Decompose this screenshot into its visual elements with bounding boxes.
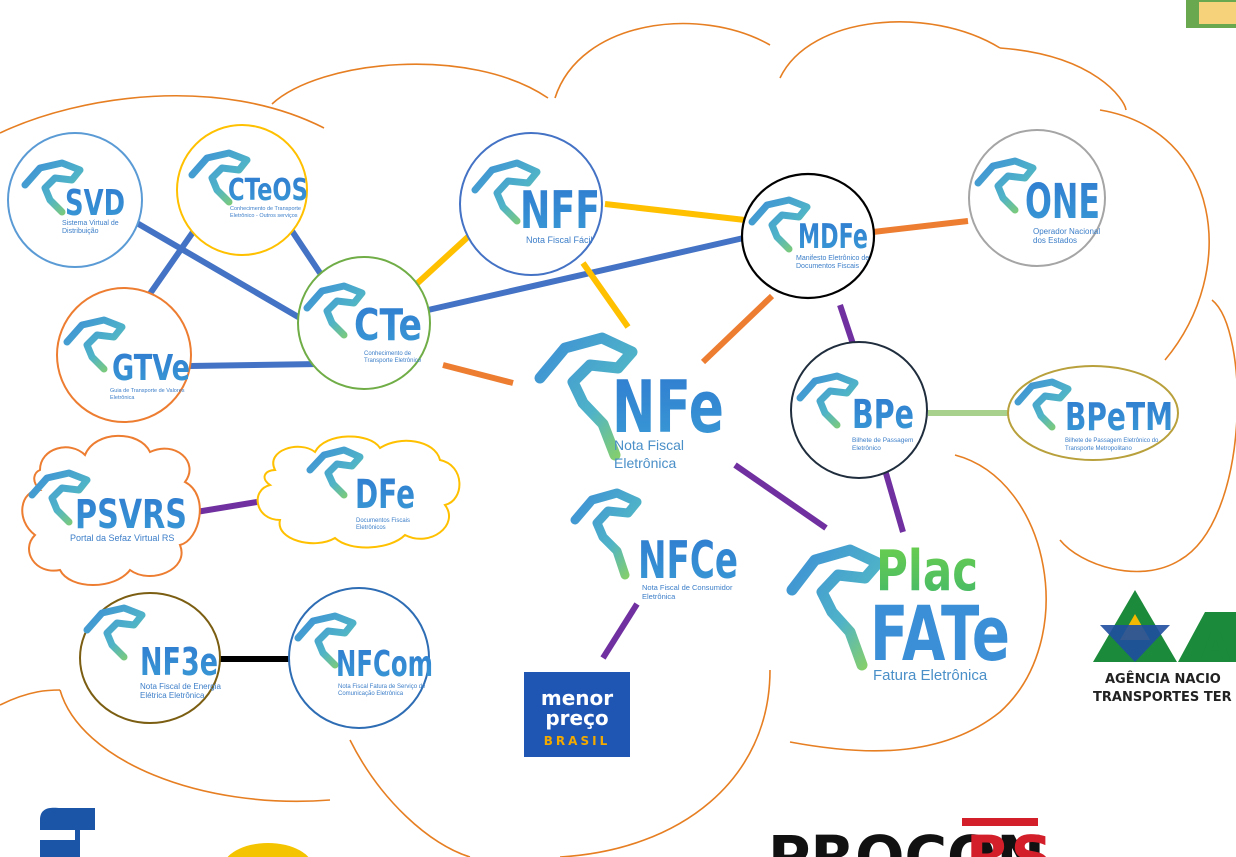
title-psvrs: PSVRS (75, 492, 187, 538)
menor-preco-line3: BRASIL (544, 734, 610, 748)
edge-nff-mdfe (604, 201, 746, 223)
desc-bpetm-2: Transporte Metropolitano (1065, 446, 1132, 452)
desc-dfe-1: Documentos Fiscais (356, 518, 410, 524)
map-icon-placfate (786, 544, 884, 671)
title-svd: SVD (65, 183, 125, 224)
edge-gtve-cte (189, 361, 321, 369)
frame-nfcom (288, 587, 430, 729)
edge-nfe-placfate (733, 462, 828, 531)
desc-svd-1: Sistema Virtual de (62, 220, 119, 227)
desc-mdfe-1: Manifesto Eletrônico de (796, 255, 869, 262)
desc-mdfe-2: Documentos Fiscais (796, 263, 860, 270)
procon-text: PROCON (768, 823, 1045, 857)
title-one: ONE (1025, 174, 1100, 230)
title-mdfe: MDFe (798, 217, 868, 257)
map-icon-cte (303, 282, 366, 339)
desc-cteos-2: Eletrônico - Outros serviços (230, 213, 298, 219)
title-nf3e: NF3e (140, 640, 218, 684)
map-icon-bpe (796, 372, 859, 429)
map-icon-dfe (306, 446, 364, 499)
antt-abbr: AN (1200, 625, 1236, 671)
map-icon-nfce (570, 488, 642, 580)
desc-nfe-1: Nota Fiscal (614, 437, 684, 453)
desc-one-1: Operador Nacional (1033, 227, 1100, 236)
map-icon-nff (471, 159, 541, 225)
desc-gtve-1: Guia de Transporte de Valores (110, 388, 185, 394)
antt-logo: AN AGÊNCIA NACIO TRANSPORTES TER (1093, 590, 1236, 705)
title-cte: CTe (354, 300, 422, 351)
node-titles: SVD CTeOS NFF MDFe ONE CTe GTVe NFe BPe … (65, 173, 1173, 685)
frame-dfe (256, 435, 461, 549)
map-icon-nfcom (294, 612, 357, 669)
map-icon-one (974, 157, 1037, 214)
map-icon-svd (21, 159, 84, 216)
desc-bpe-1: Bilhete de Passagem (852, 437, 913, 444)
edge-nfce-menorpreco (600, 602, 640, 660)
title-bpetm: BPeTM (1065, 395, 1173, 439)
map-icon-psvrs (28, 469, 91, 526)
edge-cte-nff (407, 232, 473, 293)
title-fate: FATe (870, 589, 1010, 678)
title-cteos: CTeOS (228, 173, 308, 208)
bottom-sun-logo (227, 843, 309, 857)
antt-line2: TRANSPORTES TER (1093, 690, 1232, 705)
desc-nfce-2: Eletrônica (642, 592, 676, 601)
desc-nfce-1: Nota Fiscal de Consumidor (642, 583, 733, 592)
frame-bpetm (1007, 365, 1179, 461)
edge-nff-nfe (580, 261, 631, 329)
desc-cteos-1: Conhecimento de Transporte (230, 206, 301, 212)
desc-bpe-2: Eletrônico (852, 445, 881, 452)
map-icon-cteos (188, 149, 251, 206)
title-nff: NFF (520, 181, 600, 241)
desc-placfate-1: Fatura Eletrônica (873, 667, 988, 684)
menor-preco-logo: menor preço BRASIL (524, 672, 630, 757)
title-nfce: NFCe (638, 531, 738, 591)
map-icon-mdfe (748, 196, 811, 253)
cloud-outline (0, 21, 1236, 857)
desc-nfcom-2: Comunicação Eletrônica (338, 691, 404, 697)
desc-bpetm-1: Bilhete de Passagem Eletrônico do (1065, 438, 1159, 444)
desc-nf3e-1: Nota Fiscal de Energia (140, 682, 221, 691)
node-descriptions: Sistema Virtual de Distribuição Conhecim… (62, 206, 1159, 700)
title-bpe: BPe (852, 392, 914, 438)
edge-cte-nfe (442, 362, 514, 386)
title-plac: Plac (876, 539, 978, 604)
map-icon-nf3e (83, 604, 146, 661)
desc-nff-1: Nota Fiscal Fácil (526, 235, 593, 245)
map-icon-nfe (534, 332, 638, 461)
procon-accent: RS (966, 823, 1052, 857)
title-nfe: NFe (612, 365, 724, 449)
desc-cte-1: Conhecimento de (364, 351, 412, 357)
desc-nfcom-1: Nota Fiscal Fatura de Serviço de (338, 684, 426, 690)
brazil-maps (21, 149, 1072, 671)
desc-dfe-2: Eletrônicos (356, 525, 386, 531)
edge-svd-cte (116, 209, 314, 328)
procon-logo: PROCON RS (768, 818, 1052, 857)
edge-psvrs-dfe (189, 499, 258, 516)
desc-nfe-2: Eletrônica (614, 455, 676, 471)
edge-mdfe-one (872, 218, 969, 235)
map-icon-gtve (63, 316, 126, 373)
corner-badge (1186, 0, 1236, 28)
map-icon-bpetm (1014, 378, 1072, 431)
desc-one-2: dos Estados (1033, 236, 1077, 245)
desc-gtve-2: Eletrônica (110, 395, 135, 401)
desc-cte-2: Transporte Eletrônico (364, 358, 422, 364)
desc-svd-2: Distribuição (62, 228, 99, 235)
edge-mdfe-nfe (700, 293, 775, 365)
antt-line1: AGÊNCIA NACIO (1105, 671, 1221, 687)
title-nfcom: NFCom (336, 644, 433, 685)
desc-nf3e-2: Elétrica Eletrônica (140, 691, 205, 700)
edge-bpe-placfate (880, 462, 906, 533)
title-gtve: GTVe (112, 348, 190, 389)
bottom-left-logo (30, 807, 95, 857)
title-dfe: DFe (355, 472, 415, 518)
menor-preco-line1: menor (541, 686, 613, 710)
desc-psvrs-1: Portal da Sefaz Virtual RS (70, 533, 174, 543)
menor-preco-line2: preço (545, 706, 608, 730)
